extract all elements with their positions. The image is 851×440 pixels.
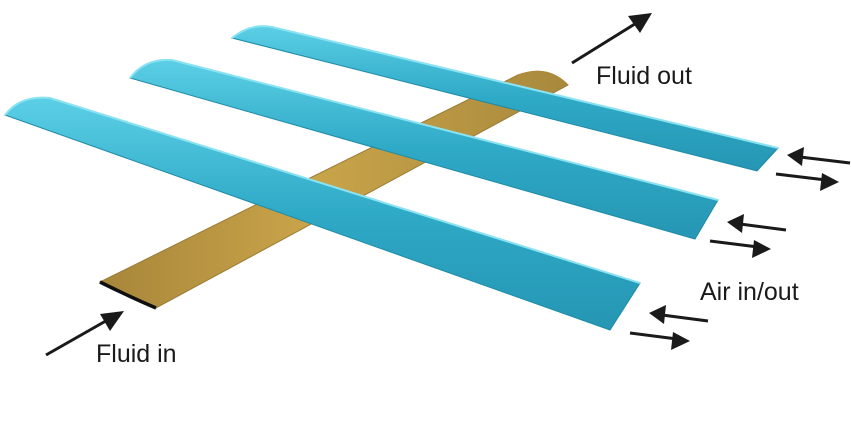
- air-arrows-middle: [709, 214, 787, 258]
- air-channel-back: [230, 25, 779, 172]
- fluid-out-arrow: [571, 13, 652, 65]
- fluid-in-label: Fluid in: [96, 340, 177, 368]
- air-channel-middle: [129, 58, 719, 240]
- air-arrows-front: [629, 305, 709, 350]
- air-arrows-back: [775, 147, 851, 191]
- air-in-out-label: Air in/out: [700, 278, 799, 306]
- air-channel-front: [4, 96, 641, 331]
- fluid-out-label: Fluid out: [596, 62, 692, 90]
- fluid-in-arrow: [45, 311, 124, 357]
